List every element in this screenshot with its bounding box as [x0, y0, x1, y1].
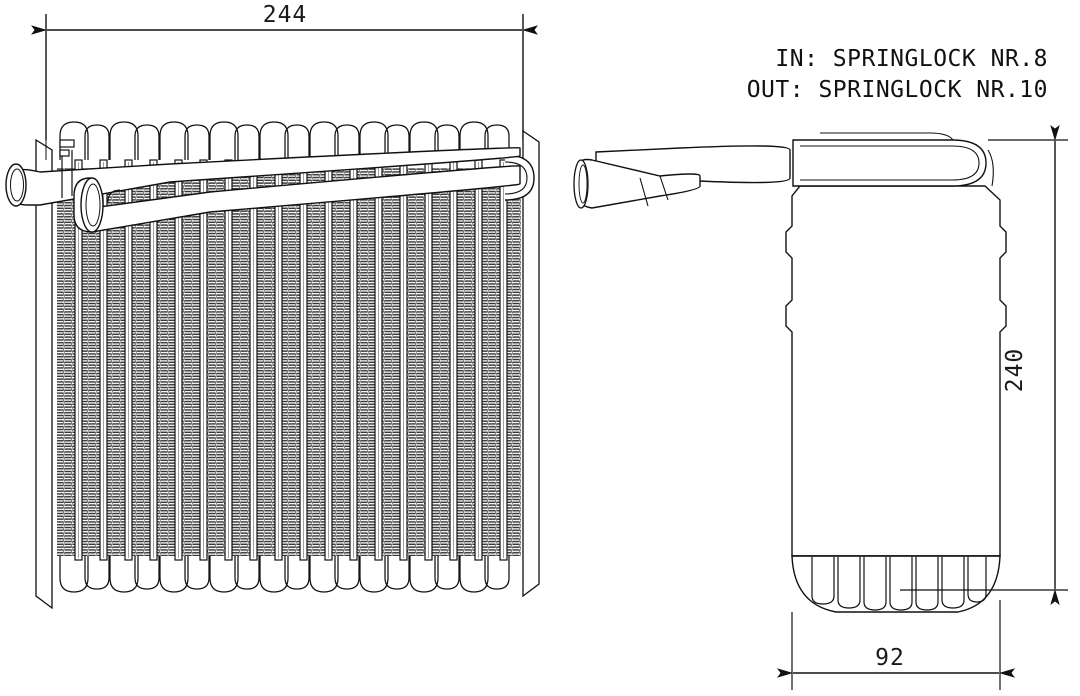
top-tube-cap — [792, 132, 994, 187]
fin-pack — [57, 159, 521, 561]
note-outlet-springlock: OUT: SPRINGLOCK NR.10 — [747, 77, 1048, 103]
tube-return-bends-bottom — [59, 556, 510, 593]
outlet-tube-lower — [73, 165, 521, 233]
bottom-return-basin — [791, 555, 1001, 613]
mounting-tabs — [59, 139, 75, 157]
dimension-label-240: 240 — [1002, 348, 1028, 393]
dimension-244 — [31, 14, 538, 140]
side-view — [573, 132, 1007, 613]
front-view-core — [5, 121, 540, 610]
dimension-240 — [900, 125, 1068, 605]
dimension-92 — [777, 600, 1015, 690]
dimension-label-92: 92 — [875, 645, 905, 671]
side-view-tubes — [573, 145, 791, 209]
inlet-tube-upper — [5, 147, 521, 207]
dimension-label-244: 244 — [263, 2, 308, 28]
tube-return-bends-top — [59, 121, 510, 160]
note-inlet-springlock: IN: SPRINGLOCK NR.8 — [775, 46, 1048, 72]
